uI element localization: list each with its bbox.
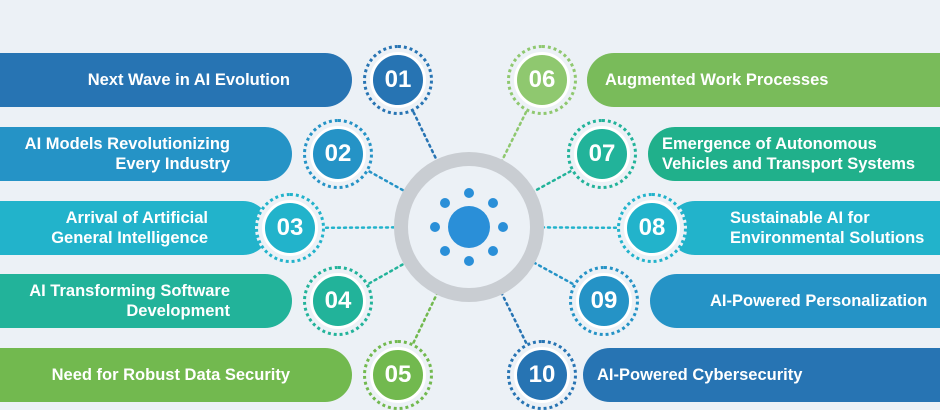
item-01-number: 01 — [370, 52, 426, 108]
item-04-number: 04 — [310, 273, 366, 329]
hub-dot — [439, 197, 450, 208]
hub-dot — [488, 197, 499, 208]
item-05-line: Need for Robust Data Security — [51, 366, 290, 384]
item-09-line: AI-Powered Personalization — [710, 292, 928, 310]
item-09-number: 09 — [576, 273, 632, 329]
item-05-label: Need for Robust Data Security — [0, 348, 352, 402]
item-04-line: AI Transforming Software — [29, 282, 230, 300]
hub-dot — [430, 222, 440, 232]
item-06-number: 06 — [514, 52, 570, 108]
item-08-line: Environmental Solutions — [730, 229, 925, 247]
item-03-number: 03 — [262, 200, 318, 256]
item-07-number: 07 — [574, 126, 630, 182]
item-05-number: 05 — [370, 347, 426, 403]
item-09-label: AI-Powered Personalization — [650, 274, 940, 328]
item-01-label: Next Wave in AI Evolution — [0, 53, 352, 107]
item-06-line: Augmented Work Processes — [605, 71, 829, 89]
item-03-line: Arrival of Artificial — [65, 209, 208, 227]
item-04-line: Development — [126, 302, 230, 320]
item-01-line: Next Wave in AI Evolution — [87, 71, 290, 89]
item-02-line: Every Industry — [115, 155, 230, 173]
item-07-line: Vehicles and Transport Systems — [662, 155, 916, 173]
item-02-line: AI Models Revolutionizing — [24, 135, 230, 153]
item-02-number: 02 — [310, 126, 366, 182]
hub-dot — [464, 256, 474, 266]
ai-trends-diagram: Next Wave in AI Evolution AI Models Revo… — [0, 45, 940, 410]
item-08-number: 08 — [624, 200, 680, 256]
item-10-line: AI-Powered Cybersecurity — [597, 366, 803, 384]
hub-dot — [439, 246, 450, 257]
item-06-label: Augmented Work Processes — [587, 53, 940, 107]
item-10-label: AI-Powered Cybersecurity — [583, 348, 940, 402]
item-07-line: Emergence of Autonomous — [662, 135, 877, 153]
item-03-line: General Intelligence — [51, 229, 208, 247]
hub-core — [448, 206, 490, 248]
hub-dot — [488, 246, 499, 257]
item-08-line: Sustainable AI for — [730, 209, 870, 227]
item-10-number: 10 — [514, 347, 570, 403]
hub-dot — [464, 188, 474, 198]
hub-dot — [498, 222, 508, 232]
